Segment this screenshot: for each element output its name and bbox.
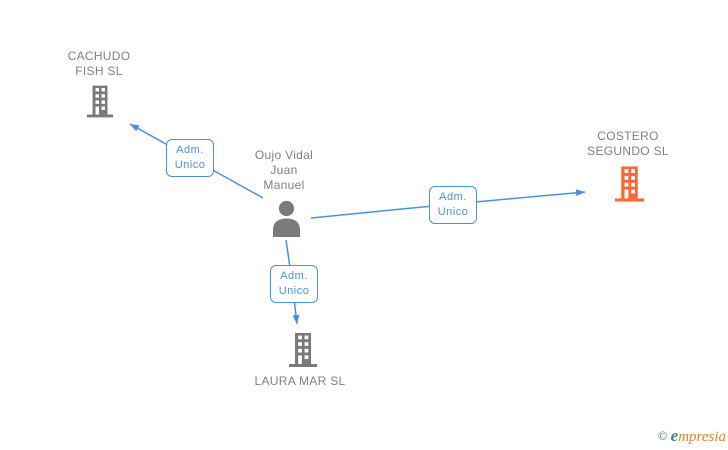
copyright-icon: © bbox=[657, 428, 668, 443]
company-label-laura-mar[interactable]: LAURA MAR SL bbox=[254, 374, 346, 388]
building-icon-cachudo-fish[interactable] bbox=[86, 85, 114, 123]
person-icon[interactable] bbox=[271, 200, 302, 242]
edge-label-adm-unico-cachudo: Adm. Unico bbox=[166, 139, 214, 177]
person-name-oujo-vidal: Oujo Vidal Juan Manuel bbox=[254, 148, 314, 192]
edge-label-adm-unico-lauramar: Adm. Unico bbox=[270, 265, 318, 303]
company-label-costero-segundo[interactable]: COSTERO SEGUNDO SL bbox=[587, 129, 669, 158]
building-icon-laura-mar[interactable] bbox=[288, 333, 318, 372]
empresia-logo-text: mpresia bbox=[678, 429, 726, 445]
empresia-logo-e: e bbox=[670, 426, 679, 445]
company-label-cachudo-fish[interactable]: CACHUDO FISH SL bbox=[67, 49, 131, 78]
building-icon-costero-segundo[interactable] bbox=[614, 166, 645, 207]
edge-label-adm-unico-costero: Adm. Unico bbox=[429, 186, 477, 224]
empresia-watermark[interactable]: ©empresia bbox=[658, 426, 726, 446]
